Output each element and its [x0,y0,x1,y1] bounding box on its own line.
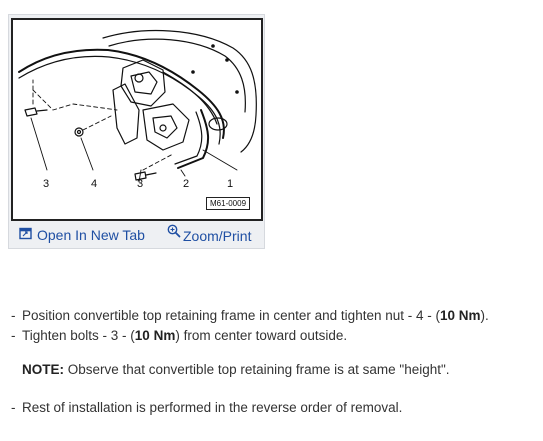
callout-seal: 1 [227,178,234,190]
zoom-icon [167,224,181,241]
callout-bolt-left: 3 [43,178,50,190]
step-tighten-bolts: - Tighten bolts - 3 - (10 Nm) from cente… [11,326,536,346]
callout-frame: 2 [183,178,190,190]
list-dash: - [11,308,16,323]
step-text: Tighten bolts - 3 - (10 Nm) from center … [22,326,347,346]
step-text-post: ) from center toward outside. [175,328,348,343]
figure-code: M61-0009 [206,197,251,210]
torque-value: 10 Nm [134,328,176,343]
list-dash: - [11,328,16,343]
step-text-post: ). [480,308,489,323]
callout-nut: 4 [91,178,98,190]
instruction-content: - Position convertible top retaining fra… [11,306,536,418]
step-text-pre: Tighten bolts - 3 - ( [22,328,135,343]
step-text-pre: Position convertible top retaining frame… [22,308,440,323]
open-new-tab-link[interactable]: Open In New Tab [19,227,145,243]
step-text: Position convertible top retaining frame… [22,306,489,326]
figure-card: 3 4 3 2 1 M61-0009 Open In New Tab [8,14,265,249]
step-rest-installation: - Rest of installation is performed in t… [11,398,536,418]
step-text: Rest of installation is performed in the… [22,400,403,415]
zoom-print-link[interactable]: Zoom/Print [167,224,252,244]
note-text: Observe that convertible top retaining f… [64,362,450,377]
torque-value: 10 Nm [439,308,481,323]
note-label: NOTE: [22,362,64,377]
step-center-frame: - Position convertible top retaining fra… [11,306,536,326]
zoom-print-label: Zoom/Print [183,227,252,244]
frame-drawing [18,29,257,183]
figure-link-bar: Open In New Tab Zoom/Print [9,223,264,249]
note-block: NOTE: Observe that convertible top retai… [22,360,536,380]
new-tab-icon [19,227,32,243]
technical-illustration: 3 4 3 2 1 M61-0009 [11,18,263,221]
callout-bolt-center: 3 [137,178,144,190]
open-new-tab-label: Open In New Tab [37,227,145,243]
list-dash: - [11,400,16,415]
